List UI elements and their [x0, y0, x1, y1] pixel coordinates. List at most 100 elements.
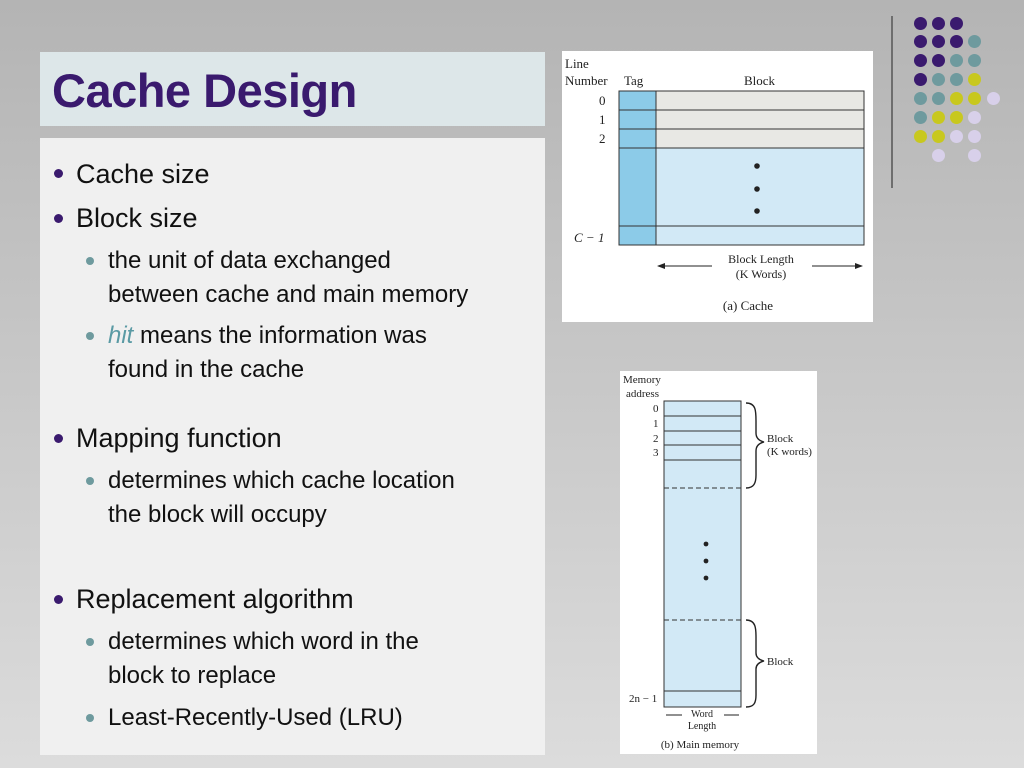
- cache-header-tag: Tag: [624, 73, 644, 88]
- cache-diagram: Line Number Tag Block 0 1 2 C − 1 Block …: [565, 56, 865, 313]
- deco-dot: [968, 149, 981, 162]
- sub-bullet-dot: [86, 638, 94, 646]
- memory-column: [663, 400, 742, 708]
- hit-rest: means the information was: [133, 322, 427, 349]
- sub-bullet-hit-line2: found in the cache: [108, 356, 305, 383]
- word-length-word: Word: [691, 709, 713, 720]
- slide-title: Cache Design: [52, 64, 357, 117]
- deco-dot: [950, 130, 963, 143]
- cache-row-label-0: 0: [599, 93, 606, 108]
- memory-caption: (b) Main memory: [661, 739, 740, 751]
- deco-dot: [914, 111, 927, 124]
- ellipsis-dot: [703, 575, 709, 581]
- deco-dot: [932, 54, 945, 67]
- deco-dot: [987, 92, 1000, 105]
- deco-dot: [914, 130, 927, 143]
- content-panel: Cache size Block size the unit of data e…: [40, 138, 545, 755]
- memory-row-label-2: 2: [653, 433, 659, 445]
- bullet-block-size: Block size: [76, 203, 198, 233]
- deco-dot: [950, 111, 963, 124]
- memory-row-label-0: 0: [653, 403, 659, 415]
- deco-dot: [914, 35, 927, 48]
- sub-bullet-lru: Least-Recently-Used (LRU): [108, 704, 403, 731]
- cache-row-2: [655, 128, 865, 149]
- bullet-dot: [54, 434, 63, 443]
- deco-dot: [950, 92, 963, 105]
- memory-block-unit: (K words): [767, 446, 812, 458]
- sub-bullet-dot: [86, 257, 94, 265]
- deco-dot: [914, 17, 927, 30]
- deco-dot: [932, 149, 945, 162]
- memory-header-memory: Memory: [623, 374, 661, 386]
- block-brace-bottom: [745, 619, 765, 708]
- memory-row-label-1: 1: [653, 418, 659, 430]
- main-memory-figure: Memory address 0 1 2 3 2n − 1 Block (K w…: [620, 371, 817, 754]
- bullet-cache-size: Cache size: [76, 159, 210, 189]
- cache-middle-rows: [655, 147, 865, 227]
- deco-dot: [932, 35, 945, 48]
- block-length-unit: (K Words): [736, 267, 786, 281]
- sub-bullet-dot: [86, 714, 94, 722]
- sub-bullet-unit-line1: the unit of data exchanged: [108, 247, 391, 274]
- ellipsis-dot: [754, 208, 760, 214]
- memory-header-address: address: [626, 388, 659, 400]
- deco-dot: [932, 73, 945, 86]
- decorative-divider-line: [891, 16, 893, 188]
- deco-dot: [950, 54, 963, 67]
- deco-dot: [950, 73, 963, 86]
- deco-dot: [932, 130, 945, 143]
- cache-row-label-last: C − 1: [574, 230, 604, 245]
- cache-header-number: Number: [565, 73, 608, 88]
- deco-dot: [968, 35, 981, 48]
- cache-row-label-2: 2: [599, 131, 606, 146]
- deco-dot: [914, 73, 927, 86]
- bullet-mapping-function: Mapping function: [76, 423, 282, 453]
- deco-dot: [968, 54, 981, 67]
- memory-row-label-last: 2n − 1: [629, 693, 657, 705]
- cache-row-last: [655, 225, 865, 246]
- bullet-replacement-algorithm: Replacement algorithm: [76, 584, 354, 614]
- deco-dot: [968, 111, 981, 124]
- bullet-dot: [54, 169, 63, 178]
- sub-bullet-mapping-line1: determines which cache location: [108, 467, 455, 494]
- main-memory-diagram: Memory address 0 1 2 3 2n − 1 Block (K w…: [623, 374, 812, 751]
- deco-dot: [968, 73, 981, 86]
- deco-dot: [932, 92, 945, 105]
- sub-bullet-dot: [86, 332, 94, 340]
- memory-block-label-2: Block: [767, 656, 794, 668]
- title-box: Cache Design: [40, 52, 545, 126]
- cache-row-label-1: 1: [599, 112, 606, 127]
- sub-bullet-mapping-line2: the block will occupy: [108, 501, 327, 528]
- bullet-dot: [54, 214, 63, 223]
- deco-dot: [914, 92, 927, 105]
- cache-row-1: [655, 109, 865, 130]
- deco-dot: [914, 54, 927, 67]
- cache-header-block: Block: [744, 73, 776, 88]
- cache-caption: (a) Cache: [723, 298, 773, 313]
- bullet-dot: [54, 595, 63, 604]
- cache-tag-column: [618, 90, 657, 246]
- block-brace-top: [745, 402, 765, 489]
- cache-figure: Line Number Tag Block 0 1 2 C − 1 Block …: [562, 51, 873, 322]
- word-length-length: Length: [688, 721, 716, 732]
- sub-bullet-hit-line1: hit means the information was: [108, 319, 427, 353]
- hit-term: hit: [108, 322, 134, 349]
- cache-header-line: Line: [565, 56, 589, 71]
- deco-dot: [968, 92, 981, 105]
- memory-row-label-3: 3: [653, 447, 659, 459]
- sub-bullet-dot: [86, 477, 94, 485]
- ellipsis-dot: [703, 558, 709, 564]
- memory-block-label: Block: [767, 433, 794, 445]
- cache-row-0: [655, 90, 865, 111]
- sub-bullet-replace-line2: block to replace: [108, 662, 277, 689]
- deco-dot: [968, 130, 981, 143]
- ellipsis-dot: [754, 186, 760, 192]
- deco-dot: [950, 17, 963, 30]
- deco-dot: [932, 111, 945, 124]
- sub-bullet-replace-line1: determines which word in the: [108, 628, 419, 655]
- deco-dot: [932, 17, 945, 30]
- ellipsis-dot: [754, 163, 760, 169]
- block-length-label: Block Length: [728, 252, 794, 266]
- sub-bullet-unit-line2: between cache and main memory: [108, 281, 469, 308]
- deco-dot: [950, 35, 963, 48]
